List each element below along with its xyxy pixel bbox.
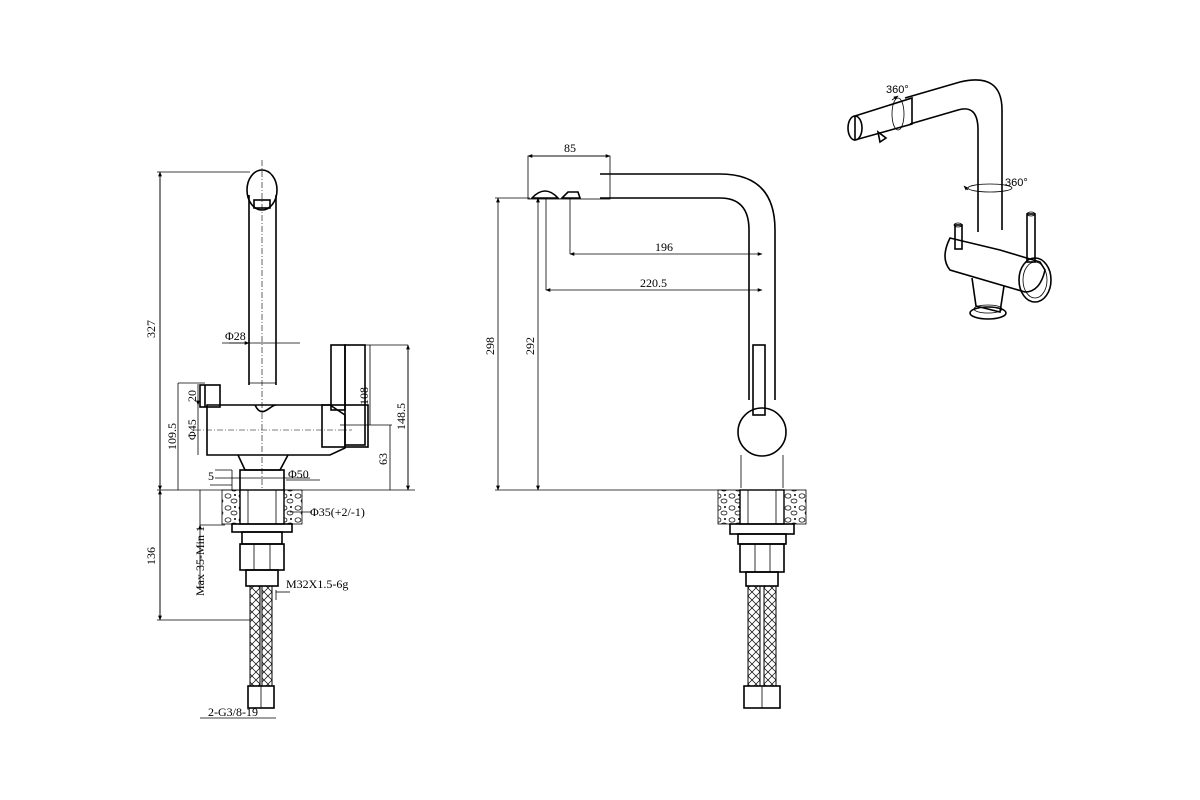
front-handle-height: 20	[185, 390, 199, 402]
front-base-diameter: Φ50	[288, 467, 309, 481]
front-view: 327 Φ28 20 Φ45 109.5 108 148.5 63 5 Φ50 …	[144, 160, 415, 719]
front-under-height: 136	[144, 547, 158, 565]
front-spout-diameter: Φ28	[225, 329, 246, 343]
front-overall-right: 148.5	[394, 403, 408, 430]
front-body-diameter: Φ45	[185, 419, 199, 440]
front-total-height: 327	[144, 320, 158, 338]
front-hole-diameter: Φ35(+2/-1)	[310, 505, 365, 519]
side-view: 85 196 220.5 298 292	[483, 141, 807, 709]
iso-view: 360° 360°	[847, 79, 1052, 320]
iso-rotation-body: 360°	[1005, 177, 1028, 189]
iso-rotation-spout: 360°	[886, 84, 909, 96]
side-outlet-height: 292	[523, 337, 537, 355]
side-reach-outer: 220.5	[640, 276, 667, 290]
front-lever-offset: 63	[376, 453, 390, 465]
front-counter-thickness: Max 35-Min 1	[193, 526, 207, 596]
side-aerator-width: 85	[564, 141, 576, 155]
side-total-height: 298	[483, 337, 497, 355]
front-hose-fitting: 2-G3/8-19	[208, 705, 258, 719]
side-reach-inner: 196	[655, 240, 673, 254]
front-body-height: 109.5	[165, 423, 179, 450]
front-lever-height: 108	[357, 387, 371, 405]
front-thread: M32X1.5-6g	[286, 577, 348, 591]
front-base-offset: 5	[208, 469, 214, 483]
